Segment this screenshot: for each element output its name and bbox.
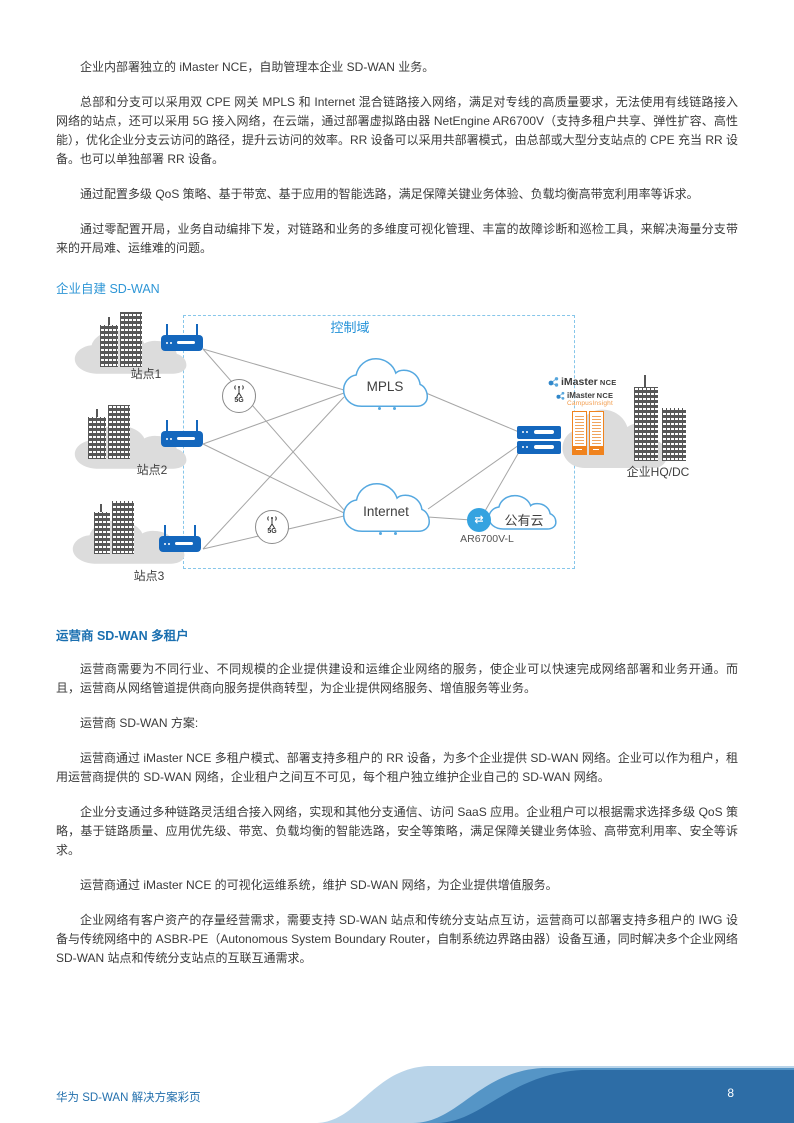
control-domain-label: 控制域 (330, 320, 370, 335)
paragraph: 企业内部署独立的 iMaster NCE，自助管理本企业 SD-WAN 业务。 (80, 60, 435, 74)
hq-building-icon (662, 408, 686, 461)
rr-server-icon (517, 426, 561, 439)
imaster-campusinsight-logo: iMaster NCE CampusInsight (556, 391, 613, 408)
mpls-dots (372, 397, 402, 415)
building-icon (108, 405, 130, 459)
building-antenna (96, 409, 98, 417)
imaster-name: iMaster (561, 376, 598, 388)
paragraph: 运营商 SD-WAN 方案: (80, 716, 199, 730)
site2-label: 站点2 (136, 463, 168, 477)
heading-carrier-sdwan: 运营商 SD-WAN 多租户 (56, 629, 189, 643)
paragraph: 运营商通过 iMaster NCE 的可视化运维系统，维护 SD-WAN 网络，… (80, 878, 558, 892)
server-rack-icon (572, 411, 587, 455)
paragraph: 运营商需要为不同行业、不同规模的企业提供建设和运维企业网络的服务，使企业可以快速… (56, 662, 738, 695)
paragraph: 运营商通过 iMaster NCE 多租户模式、部署支持多租户的 RR 设备，为… (56, 751, 738, 784)
ar6700v-router-icon: ⇄ (467, 508, 491, 532)
building-icon (112, 501, 134, 554)
antenna-icon (234, 385, 244, 398)
heading-enterprise-sdwan: 企业自建 SD-WAN (56, 282, 160, 296)
site1-label: 站点1 (130, 367, 162, 381)
hq-dc-label: 企业HQ/DC (626, 465, 690, 479)
sdwan-topology-diagram: 控制域 站点1 站点2 (56, 305, 738, 587)
rr-server-icon (517, 441, 561, 454)
paragraph: 通过零配置开局，业务自动编排下发，对链路和业务的多维度可视化管理、丰富的故障诊断… (56, 222, 738, 255)
building-icon (94, 512, 110, 554)
building-icon (88, 417, 106, 459)
5g-icon: 5G (255, 510, 289, 544)
server-rack-icon (589, 411, 604, 455)
5g-label: 5G (234, 397, 244, 404)
ar6700v-label: AR6700V-L (460, 533, 514, 545)
page-footer: 华为 SD-WAN 解决方案彩页 8 (0, 1063, 794, 1123)
imaster-molecule-icon (556, 391, 565, 400)
building-antenna (644, 375, 646, 387)
footer-doc-title: 华为 SD-WAN 解决方案彩页 (56, 1092, 201, 1104)
5g-label: 5G (267, 528, 277, 535)
imaster-nce-logo: iMaster NCE (548, 376, 617, 388)
cpe-router-icon (159, 525, 201, 552)
internet-dots (373, 522, 403, 540)
imaster-suffix: NCE (599, 378, 617, 387)
building-icon (120, 312, 142, 367)
imaster-molecule-icon (548, 377, 559, 387)
cpe-router-icon (161, 420, 203, 447)
hq-building-icon (634, 387, 658, 461)
page-content: 企业内部署独立的 iMaster NCE，自助管理本企业 SD-WAN 业务。 … (56, 58, 738, 984)
building-antenna (108, 317, 110, 325)
building-icon (100, 325, 118, 367)
imaster-suffix: NCE (596, 391, 614, 400)
paragraph: 总部和分支可以采用双 CPE 网关 MPLS 和 Internet 混合链路接入… (56, 95, 739, 166)
5g-icon: 5G (222, 379, 256, 413)
public-cloud-label: 公有云 (504, 513, 544, 528)
page-number: 8 (727, 1086, 734, 1100)
footer-wave-graphic (315, 1066, 794, 1123)
mpls-label: MPLS (366, 379, 404, 394)
campusinsight-label: CampusInsight (567, 400, 613, 407)
antenna-icon (267, 516, 277, 529)
paragraph: 企业网络有客户资产的存量经营需求，需要支持 SD-WAN 站点和传统分支站点互访… (56, 913, 738, 965)
site3-label: 站点3 (133, 569, 165, 583)
imaster-name: iMaster (567, 391, 596, 400)
internet-label: Internet (363, 504, 409, 519)
paragraph: 企业分支通过多种链路灵活组合接入网络，实现和其他分支通信、访问 SaaS 应用。… (56, 805, 738, 857)
building-antenna (100, 504, 102, 512)
paragraph: 通过配置多级 QoS 策略、基于带宽、基于应用的智能选路，满足保障关键业务体验、… (80, 187, 699, 201)
cpe-router-icon (161, 324, 203, 351)
